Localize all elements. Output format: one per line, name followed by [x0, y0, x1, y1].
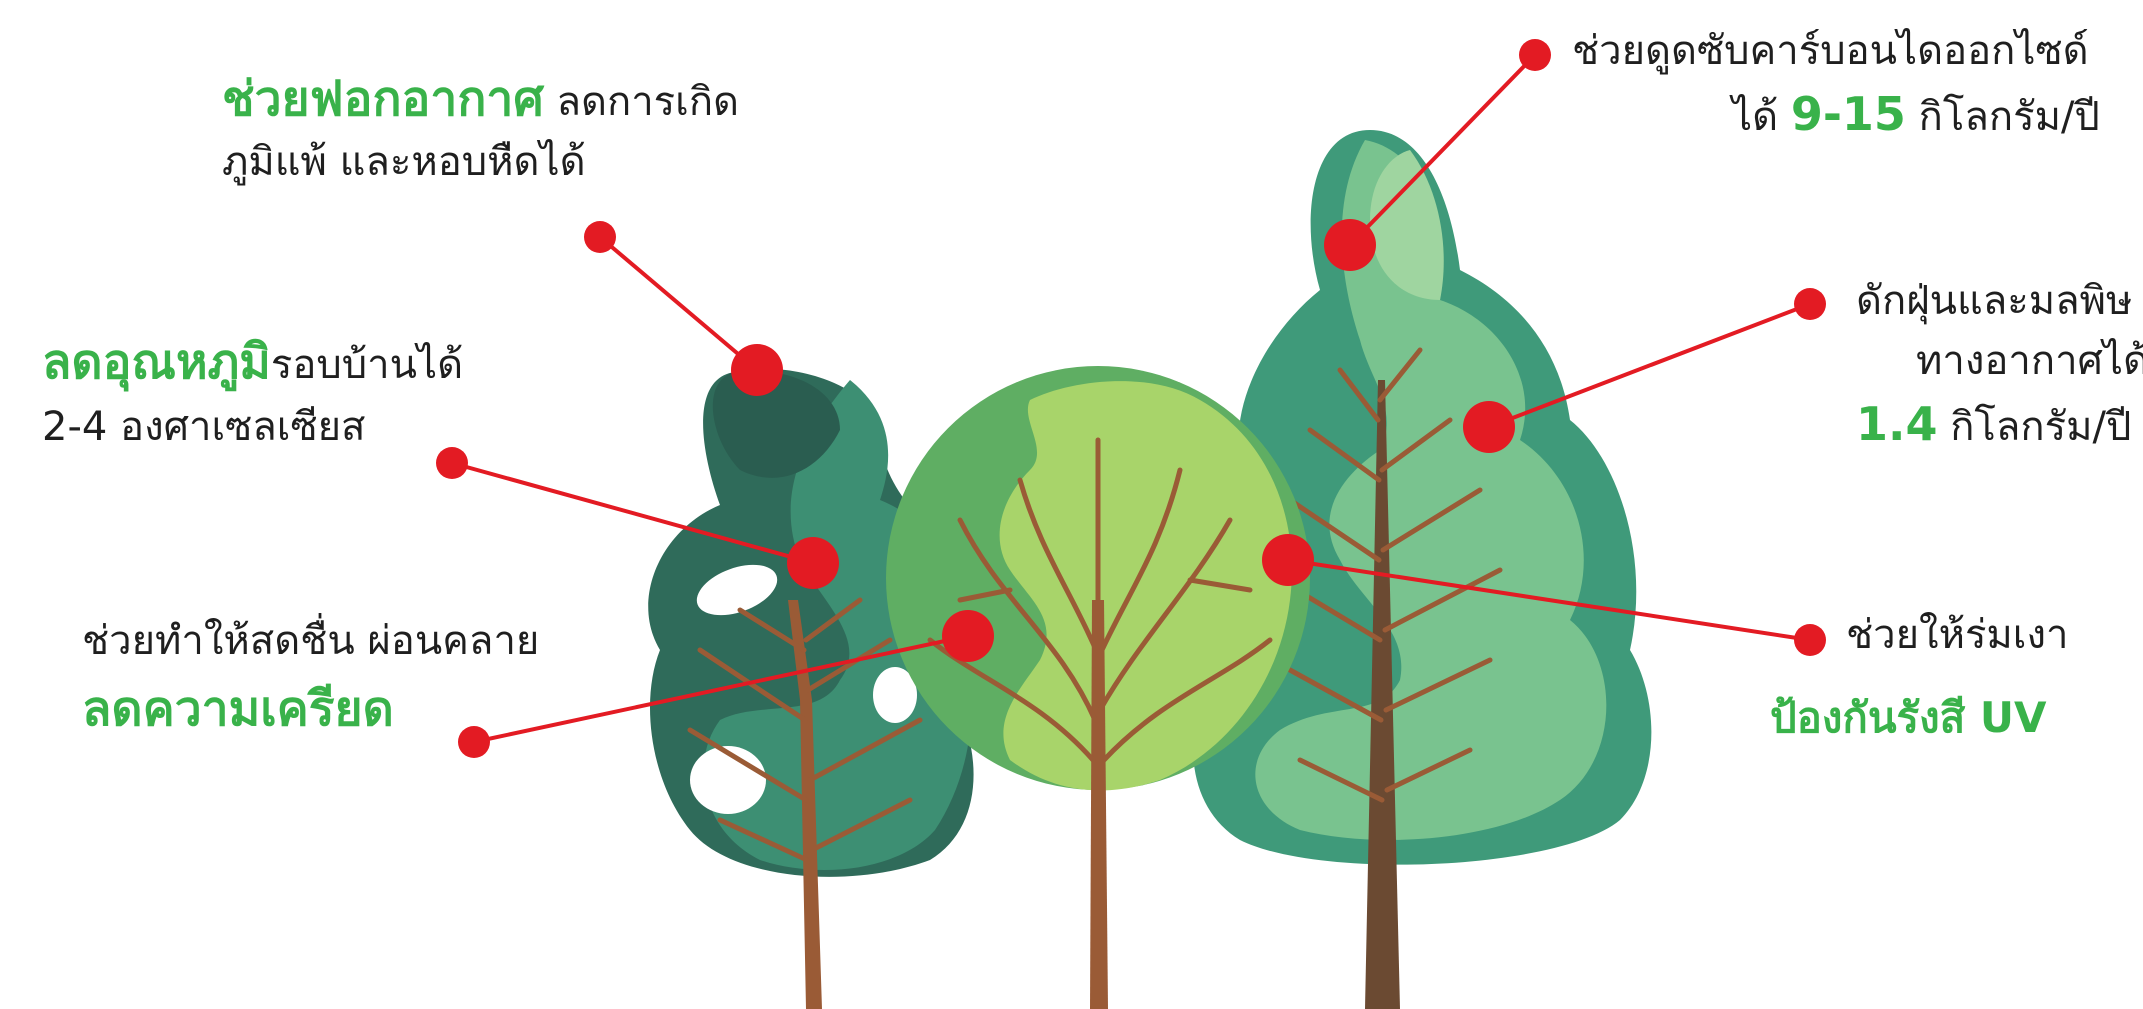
dot-temperature-start — [436, 447, 468, 479]
right-tree-trunk — [1365, 380, 1400, 1009]
air-purify-highlight: ช่วยฟอกอากาศ — [222, 71, 544, 127]
dot-dust-start — [1794, 288, 1826, 320]
carbon-value: 9-15 — [1790, 87, 1906, 141]
temperature-highlight: ลดอุณหภูมิ — [42, 334, 271, 390]
left-tree-branches — [687, 597, 923, 863]
line-temperature — [451, 461, 814, 565]
left-tree-canopy-front — [703, 380, 972, 870]
callout-dust: ดักฝุ่นและมลพิษ ทางอากาศได้ 1.4 กิโลกรัม… — [1856, 278, 2143, 451]
shade-highlight: ป้องกันรังสี UV — [1770, 693, 2047, 742]
carbon-unit: กิโลกรัม/ปี — [1905, 94, 2100, 140]
dust-text-2: ทางอากาศได้ — [1916, 338, 2143, 384]
dot-shade-end — [1262, 534, 1314, 586]
left-tree-shadow — [712, 370, 840, 478]
left-tree-trunk — [788, 600, 822, 1009]
line-stress — [473, 634, 969, 744]
callout-shade: ช่วยให้ร่มเงา — [1846, 612, 2068, 658]
callout-air-purify: ช่วยฟอกอากาศ ลดการเกิด ภูมิแพ้ และหอบหืด… — [222, 71, 740, 186]
dot-stress-start — [458, 726, 490, 758]
callout-temperature: ลดอุณหภูมิรอบบ้านได้ 2-4 องศาเซลเซียส — [42, 334, 464, 451]
left-tree-hole-2 — [690, 746, 766, 814]
right-tree — [1193, 130, 1652, 1009]
dot-shade-start — [1794, 624, 1826, 656]
air-purify-text-1: ลดการเกิด — [543, 79, 740, 125]
dot-air-purify-start — [584, 221, 616, 253]
dot-carbon-start — [1519, 39, 1551, 71]
dot-carbon-end — [1324, 219, 1376, 271]
stress-highlight: ลดความเครียด — [82, 681, 394, 737]
line-carbon — [1348, 53, 1537, 247]
dot-stress-end — [942, 610, 994, 662]
left-tree-hole-1 — [696, 564, 778, 616]
right-tree-canopy-highlight — [1370, 150, 1444, 300]
callout-carbon: ช่วยดูดซับคาร์บอนไดออกไซด์ ได้ 9-15 กิโล… — [1572, 28, 2100, 141]
connector-lines — [451, 53, 1811, 744]
middle-tree — [886, 366, 1310, 1009]
callout-stress: ช่วยทำให้สดชื่น ผ่อนคลาย ลดความเครียด — [82, 618, 539, 737]
line-shade — [1287, 558, 1811, 642]
dust-text-1: ดักฝุ่นและมลพิษ — [1856, 278, 2133, 324]
shade-text-1: ช่วยให้ร่มเงา — [1846, 612, 2069, 658]
carbon-text-1: ช่วยดูดซับคาร์บอนไดออกไซด์ — [1572, 28, 2089, 74]
line-air-purify — [598, 235, 759, 372]
middle-tree-branches — [927, 437, 1273, 763]
dust-value: 1.4 — [1856, 397, 1938, 451]
stress-text-1: ช่วยทำให้สดชื่น ผ่อนคลาย — [82, 618, 540, 664]
line-dust — [1488, 302, 1811, 429]
dot-temperature-end — [787, 537, 839, 589]
left-tree — [648, 368, 974, 1009]
left-tree-hole-3 — [873, 667, 917, 723]
right-tree-canopy-light — [1255, 140, 1607, 840]
dust-unit: กิโลกรัม/ปี — [1937, 404, 2132, 450]
middle-tree-canopy-light — [999, 381, 1292, 791]
dot-dust-end — [1463, 401, 1515, 453]
right-tree-branches — [1277, 347, 1503, 803]
air-purify-text-2: ภูมิแพ้ และหอบหืดได้ — [222, 139, 586, 186]
dot-air-purify-end — [731, 344, 783, 396]
marker-dots — [436, 39, 1826, 758]
temperature-text-2: 2-4 องศาเซลเซียส — [42, 404, 366, 451]
carbon-prefix: ได้ — [1732, 94, 1791, 140]
temperature-text-1: รอบบ้านได้ — [270, 342, 464, 388]
